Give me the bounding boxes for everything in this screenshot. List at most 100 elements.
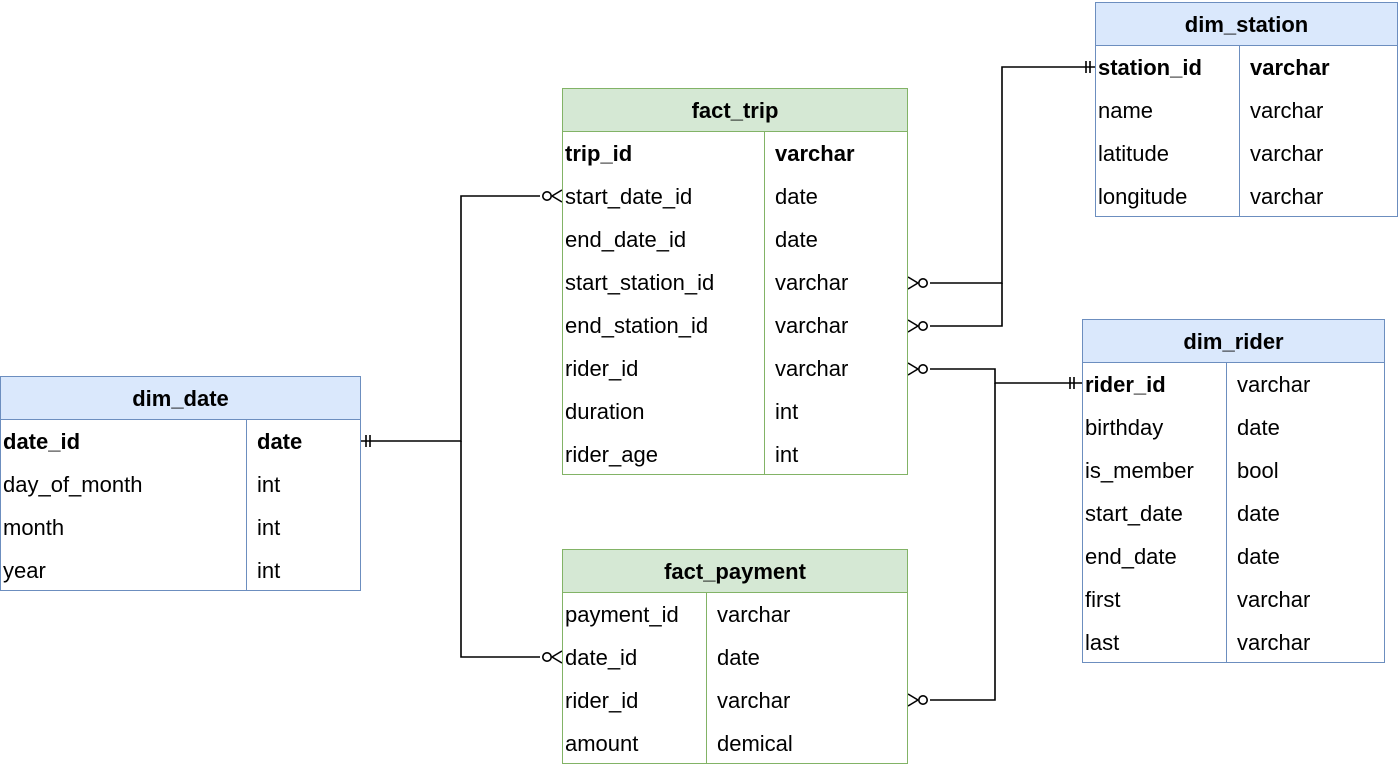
table-row[interactable]: day_of_month int bbox=[1, 463, 360, 506]
crows-foot-lower bbox=[907, 325, 919, 333]
column-name: rider_id bbox=[1085, 372, 1166, 397]
crows-foot-lower bbox=[907, 282, 919, 290]
column-name: name bbox=[1098, 98, 1154, 123]
table-row[interactable]: rider_id varchar bbox=[563, 347, 907, 390]
column-name: latitude bbox=[1098, 141, 1169, 166]
column-type: varchar bbox=[1237, 630, 1311, 655]
zero-optional-circle bbox=[541, 651, 552, 662]
entity-title: fact_payment bbox=[563, 550, 907, 593]
crows-foot-upper bbox=[907, 276, 919, 284]
table-row[interactable]: rider_id varchar bbox=[563, 679, 907, 722]
crows-foot-lower bbox=[907, 699, 919, 707]
column-divider bbox=[763, 132, 765, 474]
column-divider bbox=[1238, 46, 1240, 216]
connector-rider-payment bbox=[930, 383, 996, 701]
column-type: varchar bbox=[1237, 372, 1311, 397]
table-row[interactable]: latitude varchar bbox=[1096, 132, 1397, 175]
column-name: day_of_month bbox=[3, 472, 143, 497]
column-type: varchar bbox=[1250, 55, 1330, 80]
column-type: varchar bbox=[775, 356, 849, 381]
crows-foot-lower bbox=[907, 368, 919, 376]
table-row[interactable]: year int bbox=[1, 549, 360, 592]
column-type: date bbox=[775, 184, 818, 209]
column-type: date bbox=[1237, 501, 1280, 526]
column-type: varchar bbox=[717, 602, 791, 627]
column-type: date bbox=[257, 429, 303, 454]
column-name: longitude bbox=[1098, 184, 1188, 209]
connector-rider-trip bbox=[930, 368, 1082, 384]
column-name: date_id bbox=[3, 429, 81, 454]
column-name: trip_id bbox=[565, 141, 633, 166]
column-name: end_date bbox=[1085, 544, 1177, 569]
column-type: int bbox=[257, 515, 281, 540]
column-name: month bbox=[3, 515, 65, 540]
crows-foot-upper bbox=[551, 650, 563, 658]
column-name: start_date bbox=[1085, 501, 1183, 526]
entity-title: dim_rider bbox=[1083, 320, 1384, 363]
table-row[interactable]: month int bbox=[1, 506, 360, 549]
table-row[interactable]: payment_id varchar bbox=[563, 593, 907, 636]
column-type: varchar bbox=[1250, 184, 1324, 209]
column-name: amount bbox=[565, 731, 639, 756]
entity-title: fact_trip bbox=[563, 89, 907, 132]
zero-optional-circle bbox=[917, 277, 928, 288]
column-name: station_id bbox=[1098, 55, 1202, 80]
table-row[interactable]: date_id date bbox=[1, 420, 360, 463]
column-name: rider_id bbox=[565, 356, 639, 381]
zero-optional-circle bbox=[917, 694, 928, 705]
column-type: varchar bbox=[775, 313, 849, 338]
column-type: int bbox=[775, 442, 799, 467]
table-row[interactable]: last varchar bbox=[1083, 621, 1384, 664]
column-type: varchar bbox=[1250, 141, 1324, 166]
table-row[interactable]: rider_id varchar bbox=[1083, 363, 1384, 406]
crows-foot-lower bbox=[551, 195, 563, 203]
column-type: bool bbox=[1237, 458, 1279, 483]
column-name: payment_id bbox=[565, 602, 679, 627]
connector-station-end bbox=[930, 283, 1003, 327]
table-row[interactable]: station_id varchar bbox=[1096, 46, 1397, 89]
column-type: varchar bbox=[717, 688, 791, 713]
table-row[interactable]: end_date date bbox=[1083, 535, 1384, 578]
crows-foot-lower bbox=[551, 656, 563, 664]
column-type: int bbox=[257, 472, 281, 497]
column-type: varchar bbox=[1237, 587, 1311, 612]
connector-station-start bbox=[930, 66, 1095, 284]
column-type: varchar bbox=[775, 141, 855, 166]
column-type: date bbox=[1237, 544, 1280, 569]
crows-foot-upper bbox=[907, 319, 919, 327]
column-type: date bbox=[1237, 415, 1280, 440]
column-name: rider_id bbox=[565, 688, 639, 713]
column-name: year bbox=[3, 558, 46, 583]
connector-date-trip bbox=[361, 195, 540, 442]
table-row[interactable]: longitude varchar bbox=[1096, 175, 1397, 218]
column-name: duration bbox=[565, 399, 645, 424]
column-type: int bbox=[257, 558, 281, 583]
table-row[interactable]: start_date date bbox=[1083, 492, 1384, 535]
zero-optional-circle bbox=[541, 191, 552, 202]
connector-date-payment bbox=[460, 441, 540, 658]
column-name: start_station_id bbox=[565, 270, 715, 295]
crows-foot-upper bbox=[907, 362, 919, 370]
table-row[interactable]: trip_id varchar bbox=[563, 132, 907, 175]
entity-title: dim_station bbox=[1096, 3, 1397, 46]
column-name: last bbox=[1085, 630, 1120, 655]
crows-foot-upper bbox=[551, 189, 563, 197]
